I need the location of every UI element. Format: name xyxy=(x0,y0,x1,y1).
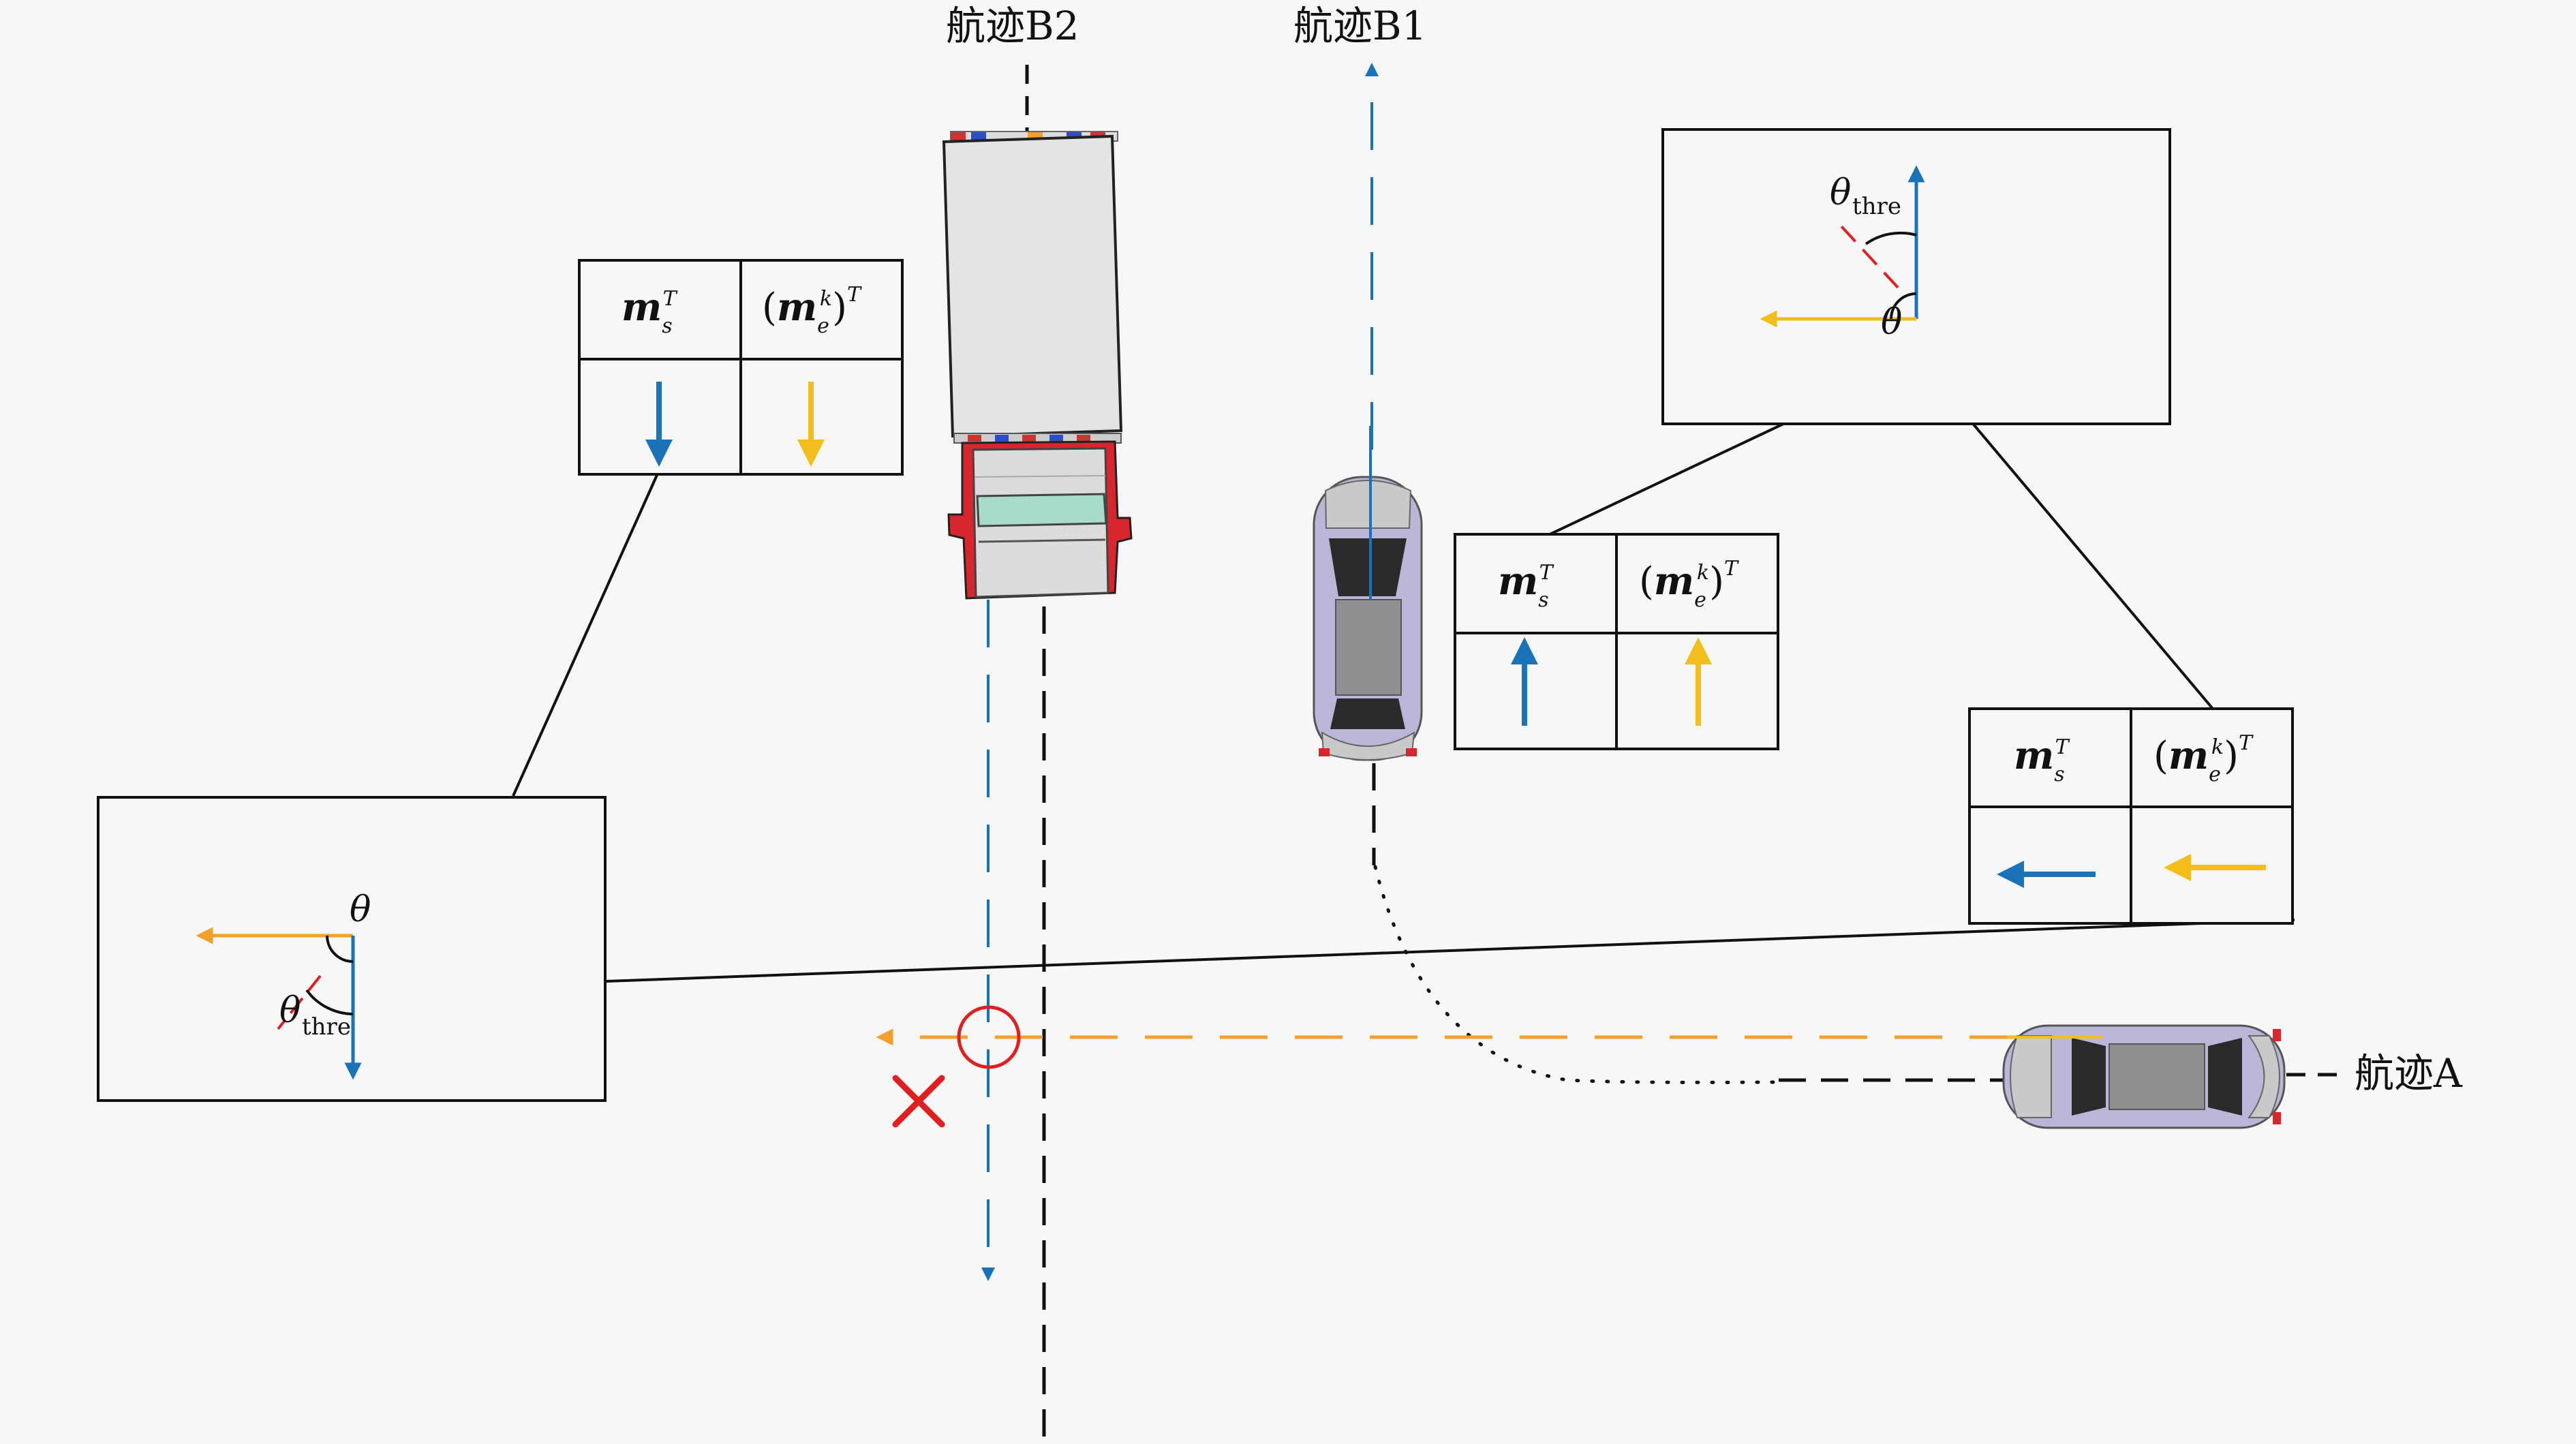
track-a-label: 航迹A xyxy=(2355,1050,2463,1096)
theta-label: θ xyxy=(1881,302,1902,343)
theta-thre-arc xyxy=(1865,231,1917,245)
vector-table-a: msT (mek)T xyxy=(1968,707,2294,925)
theta-thre-subscript: thre xyxy=(302,1013,351,1041)
theta-thre-arc xyxy=(305,989,354,1015)
connector-mid-table xyxy=(1546,405,1820,537)
table-header-me: (mek)T xyxy=(762,283,862,338)
theta-thre-subscript: thre xyxy=(1852,193,1901,220)
track-b1-label: 航迹B1 xyxy=(1293,3,1427,49)
table-header-me: (mek)T xyxy=(2153,731,2254,786)
table-header-ms: msT xyxy=(2014,733,2070,786)
vector-table-b1: msT (mek)T xyxy=(1454,533,1779,750)
vector-table-b2: msT (mek)T xyxy=(578,259,904,476)
table-header-me: (mek)T xyxy=(1639,557,1739,612)
connector-left-table xyxy=(512,473,659,797)
car-a xyxy=(2002,1024,2286,1129)
conflict-point-circle xyxy=(957,1005,1021,1069)
threshold-line xyxy=(1839,224,1899,289)
theta-label: θ xyxy=(350,889,371,930)
theta-arc xyxy=(326,935,354,963)
angle-inset-left: θ θ thre xyxy=(97,796,607,1102)
angle-inset-right: θ θ thre xyxy=(1661,128,2171,425)
connector-left-inset xyxy=(604,919,2295,983)
car-b1 xyxy=(1313,476,1423,761)
theta-thre-symbol: θ xyxy=(279,990,301,1031)
rejected-cross-icon xyxy=(892,1075,945,1128)
threshold-line xyxy=(277,974,322,1030)
truck-b2 xyxy=(942,131,1133,600)
table-header-ms: msT xyxy=(622,285,678,338)
theta-arc xyxy=(1890,292,1917,320)
turning-curve xyxy=(1373,865,1788,1084)
theta-thre-symbol: θ xyxy=(1830,172,1851,213)
connector-right-table xyxy=(1954,402,2214,710)
track-b2-label: 航迹B2 xyxy=(946,3,1079,49)
table-header-ms: msT xyxy=(1498,559,1554,612)
